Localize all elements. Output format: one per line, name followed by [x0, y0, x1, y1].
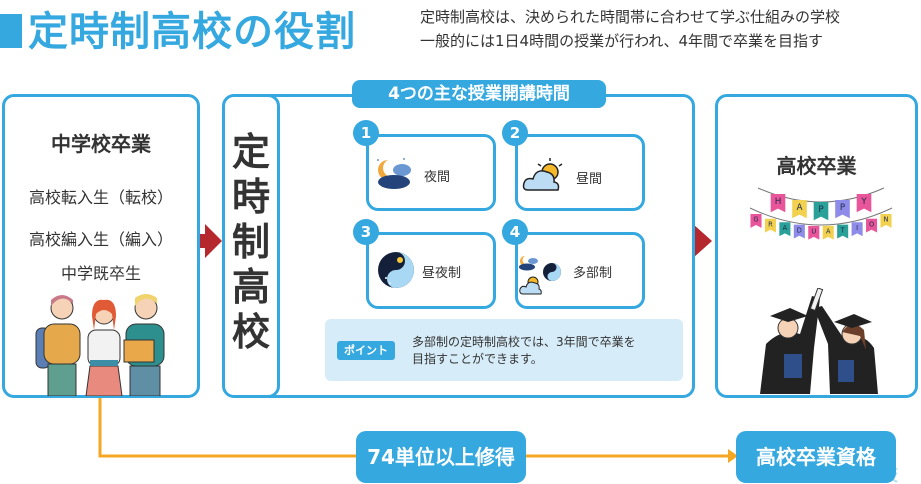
banner-letter: A — [826, 227, 831, 235]
course-card-day-night — [366, 232, 496, 309]
entry-item: 中学既卒生 — [60, 264, 141, 283]
banner-flag — [793, 224, 805, 239]
banner-letter: I — [856, 224, 858, 232]
graduation-qualification: 高校卒業資格 — [736, 431, 896, 483]
banner-letter: N — [884, 216, 889, 224]
card-label: 昼間 — [576, 172, 603, 187]
point-text: 多部制の定時制高校では、3年間で卒業を 目指すことができます。 — [412, 335, 636, 366]
card-number-badge: 2 — [502, 120, 528, 146]
card-number-badge: 3 — [353, 219, 379, 245]
day-sun-cloud-icon — [522, 158, 563, 191]
flow-arrowhead — [728, 449, 738, 463]
point-badge: ポイント — [337, 341, 395, 360]
school-type-label: 定 時 制 高 校 — [231, 130, 270, 354]
banner-flag — [837, 224, 849, 239]
banner-letter: A — [783, 224, 788, 232]
banner-flag — [764, 218, 776, 233]
graduation-heading: 高校卒業 — [776, 154, 857, 178]
banner-letter: P — [840, 203, 845, 213]
card-label: 昼夜制 — [422, 266, 462, 281]
subtitle-line-2: 一般的には1日4時間の授業が行われ、4年間で卒業を目指す — [420, 32, 824, 50]
banner-letter: T — [840, 226, 846, 234]
banner-flag — [808, 225, 820, 240]
course-card-night — [366, 134, 496, 211]
credits-requirement: 74単位以上修得 — [356, 431, 526, 483]
graduates-illustration — [760, 288, 878, 394]
title-marker — [0, 14, 22, 48]
banner-flag — [856, 194, 872, 213]
happy-graduation-banner: H A P P Y G R A D U A T I O N — [749, 187, 893, 240]
day-night-yin-yang-icon — [378, 252, 414, 288]
watermark: 校 — [880, 465, 898, 484]
banner-flag — [750, 214, 762, 228]
banner-letter: P — [818, 205, 823, 215]
subtitle-line-1: 定時制高校は、決められた時間帯に合わせて学ぶ仕組みの学校 — [420, 8, 841, 26]
page-title: 定時制高校の役割 — [28, 9, 356, 55]
card-label: 夜間 — [424, 170, 451, 185]
school-type-label-box — [222, 94, 280, 398]
banner-letter: H — [775, 197, 782, 207]
card-number-badge: 4 — [502, 219, 528, 245]
entry-item: 高校転入生（転校） — [28, 188, 173, 207]
banner-letter: D — [797, 226, 802, 234]
banner-flag — [866, 218, 878, 233]
banner-flag — [851, 222, 863, 237]
arrow-right-icon — [678, 224, 712, 258]
banner-letter: R — [768, 220, 773, 228]
arrow-right-icon — [190, 224, 222, 258]
night-moon-cloud-icon — [377, 158, 411, 189]
banner-letter: Y — [860, 197, 867, 207]
page-subtitle: 定時制高校は、決められた時間帯に合わせて学ぶ仕組みの学校 一般的には1日4時間の… — [420, 5, 840, 53]
students-illustration — [35, 294, 165, 396]
entry-item: 高校編入生（編入） — [28, 230, 173, 249]
banner-flag — [779, 222, 791, 237]
banner-flag — [835, 200, 850, 219]
card-label: 多部制 — [573, 266, 613, 281]
card-number-badge: 1 — [353, 120, 379, 146]
course-card-multi-part — [515, 232, 645, 309]
banner-flag — [792, 200, 807, 219]
banner-flag — [813, 202, 829, 221]
multi-part-icons — [519, 256, 561, 295]
graduation-panel — [715, 94, 918, 398]
section-title: 4つの主な授業開講時間 — [352, 80, 606, 108]
banner-flag — [822, 225, 834, 240]
banner-letter: U — [811, 227, 816, 235]
banner-letter: O — [869, 220, 874, 228]
banner-flag — [880, 214, 892, 228]
banner-letter: G — [753, 216, 758, 224]
banner-flag — [770, 194, 786, 213]
entry-heading: 中学校卒業 — [51, 132, 151, 156]
flow-line-left — [98, 398, 356, 458]
banner-letter: A — [797, 203, 803, 213]
